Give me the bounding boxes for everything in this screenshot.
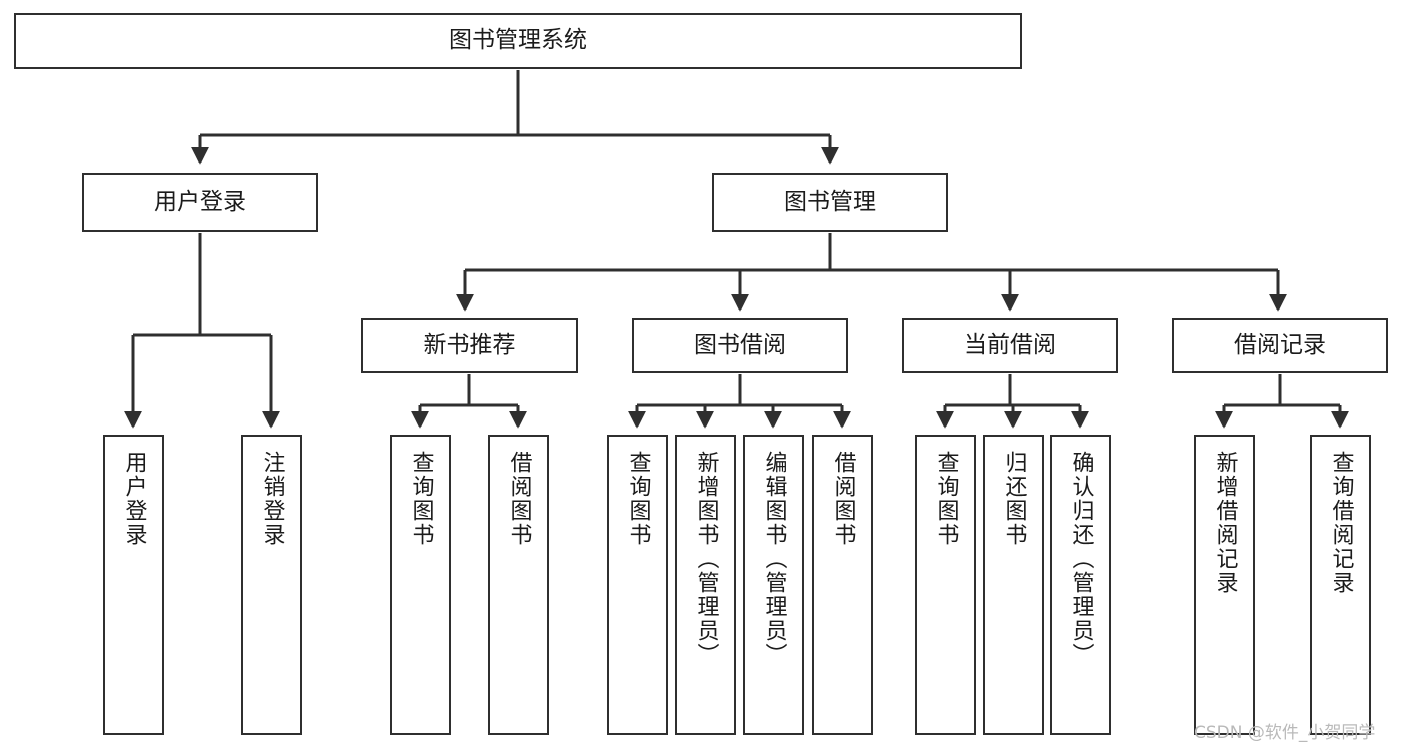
- leaf-query-book-2[interactable]: 查询图书: [607, 435, 668, 735]
- node-borrow-record[interactable]: 借阅记录: [1172, 318, 1388, 373]
- leaf-query-book-1[interactable]: 查询图书: [390, 435, 451, 735]
- node-root-label: 图书管理系统: [449, 27, 587, 54]
- leaf-logout-label: 注销登录: [259, 451, 285, 547]
- leaf-logout[interactable]: 注销登录: [241, 435, 302, 735]
- leaf-query-record[interactable]: 查询借阅记录: [1310, 435, 1371, 735]
- leaf-add-book[interactable]: 新增图书（管理员）: [675, 435, 736, 735]
- leaf-query-book-1-label: 查询图书: [408, 451, 434, 547]
- node-root[interactable]: 图书管理系统: [14, 13, 1022, 69]
- node-current-borrow-label: 当前借阅: [964, 331, 1056, 358]
- leaf-query-record-label: 查询借阅记录: [1328, 451, 1354, 595]
- leaf-return-book-label: 归还图书: [1001, 451, 1027, 547]
- node-user-login[interactable]: 用户登录: [82, 173, 318, 232]
- leaf-borrow-book-2[interactable]: 借阅图书: [812, 435, 873, 735]
- node-current-borrow[interactable]: 当前借阅: [902, 318, 1118, 373]
- leaf-confirm-return-label: 确认归还（管理员）: [1068, 451, 1094, 667]
- leaf-borrow-book-1-label: 借阅图书: [506, 451, 532, 547]
- leaf-edit-book-label: 编辑图书（管理员）: [761, 451, 787, 667]
- node-book-borrow-label: 图书借阅: [694, 331, 786, 358]
- leaf-borrow-book-1[interactable]: 借阅图书: [488, 435, 549, 735]
- csdn-watermark: CSDN @软件_小贺同学: [1194, 723, 1376, 743]
- node-new-book-recommend[interactable]: 新书推荐: [361, 318, 578, 373]
- leaf-user-login-label: 用户登录: [121, 451, 147, 547]
- leaf-return-book[interactable]: 归还图书: [983, 435, 1044, 735]
- leaf-edit-book[interactable]: 编辑图书（管理员）: [743, 435, 804, 735]
- leaf-add-record-label: 新增借阅记录: [1212, 451, 1238, 595]
- leaf-query-book-3-label: 查询图书: [933, 451, 959, 547]
- leaf-query-book-3[interactable]: 查询图书: [915, 435, 976, 735]
- leaf-confirm-return[interactable]: 确认归还（管理员）: [1050, 435, 1111, 735]
- node-user-login-label: 用户登录: [154, 188, 246, 215]
- leaf-add-book-label: 新增图书（管理员）: [693, 451, 719, 667]
- node-book-borrow[interactable]: 图书借阅: [632, 318, 848, 373]
- leaf-query-book-2-label: 查询图书: [625, 451, 651, 547]
- node-borrow-record-label: 借阅记录: [1234, 331, 1326, 358]
- leaf-user-login[interactable]: 用户登录: [103, 435, 164, 735]
- node-book-manage[interactable]: 图书管理: [712, 173, 948, 232]
- node-new-book-recommend-label: 新书推荐: [423, 331, 516, 358]
- leaf-add-record[interactable]: 新增借阅记录: [1194, 435, 1255, 735]
- node-book-manage-label: 图书管理: [784, 188, 876, 215]
- leaf-borrow-book-2-label: 借阅图书: [830, 451, 856, 547]
